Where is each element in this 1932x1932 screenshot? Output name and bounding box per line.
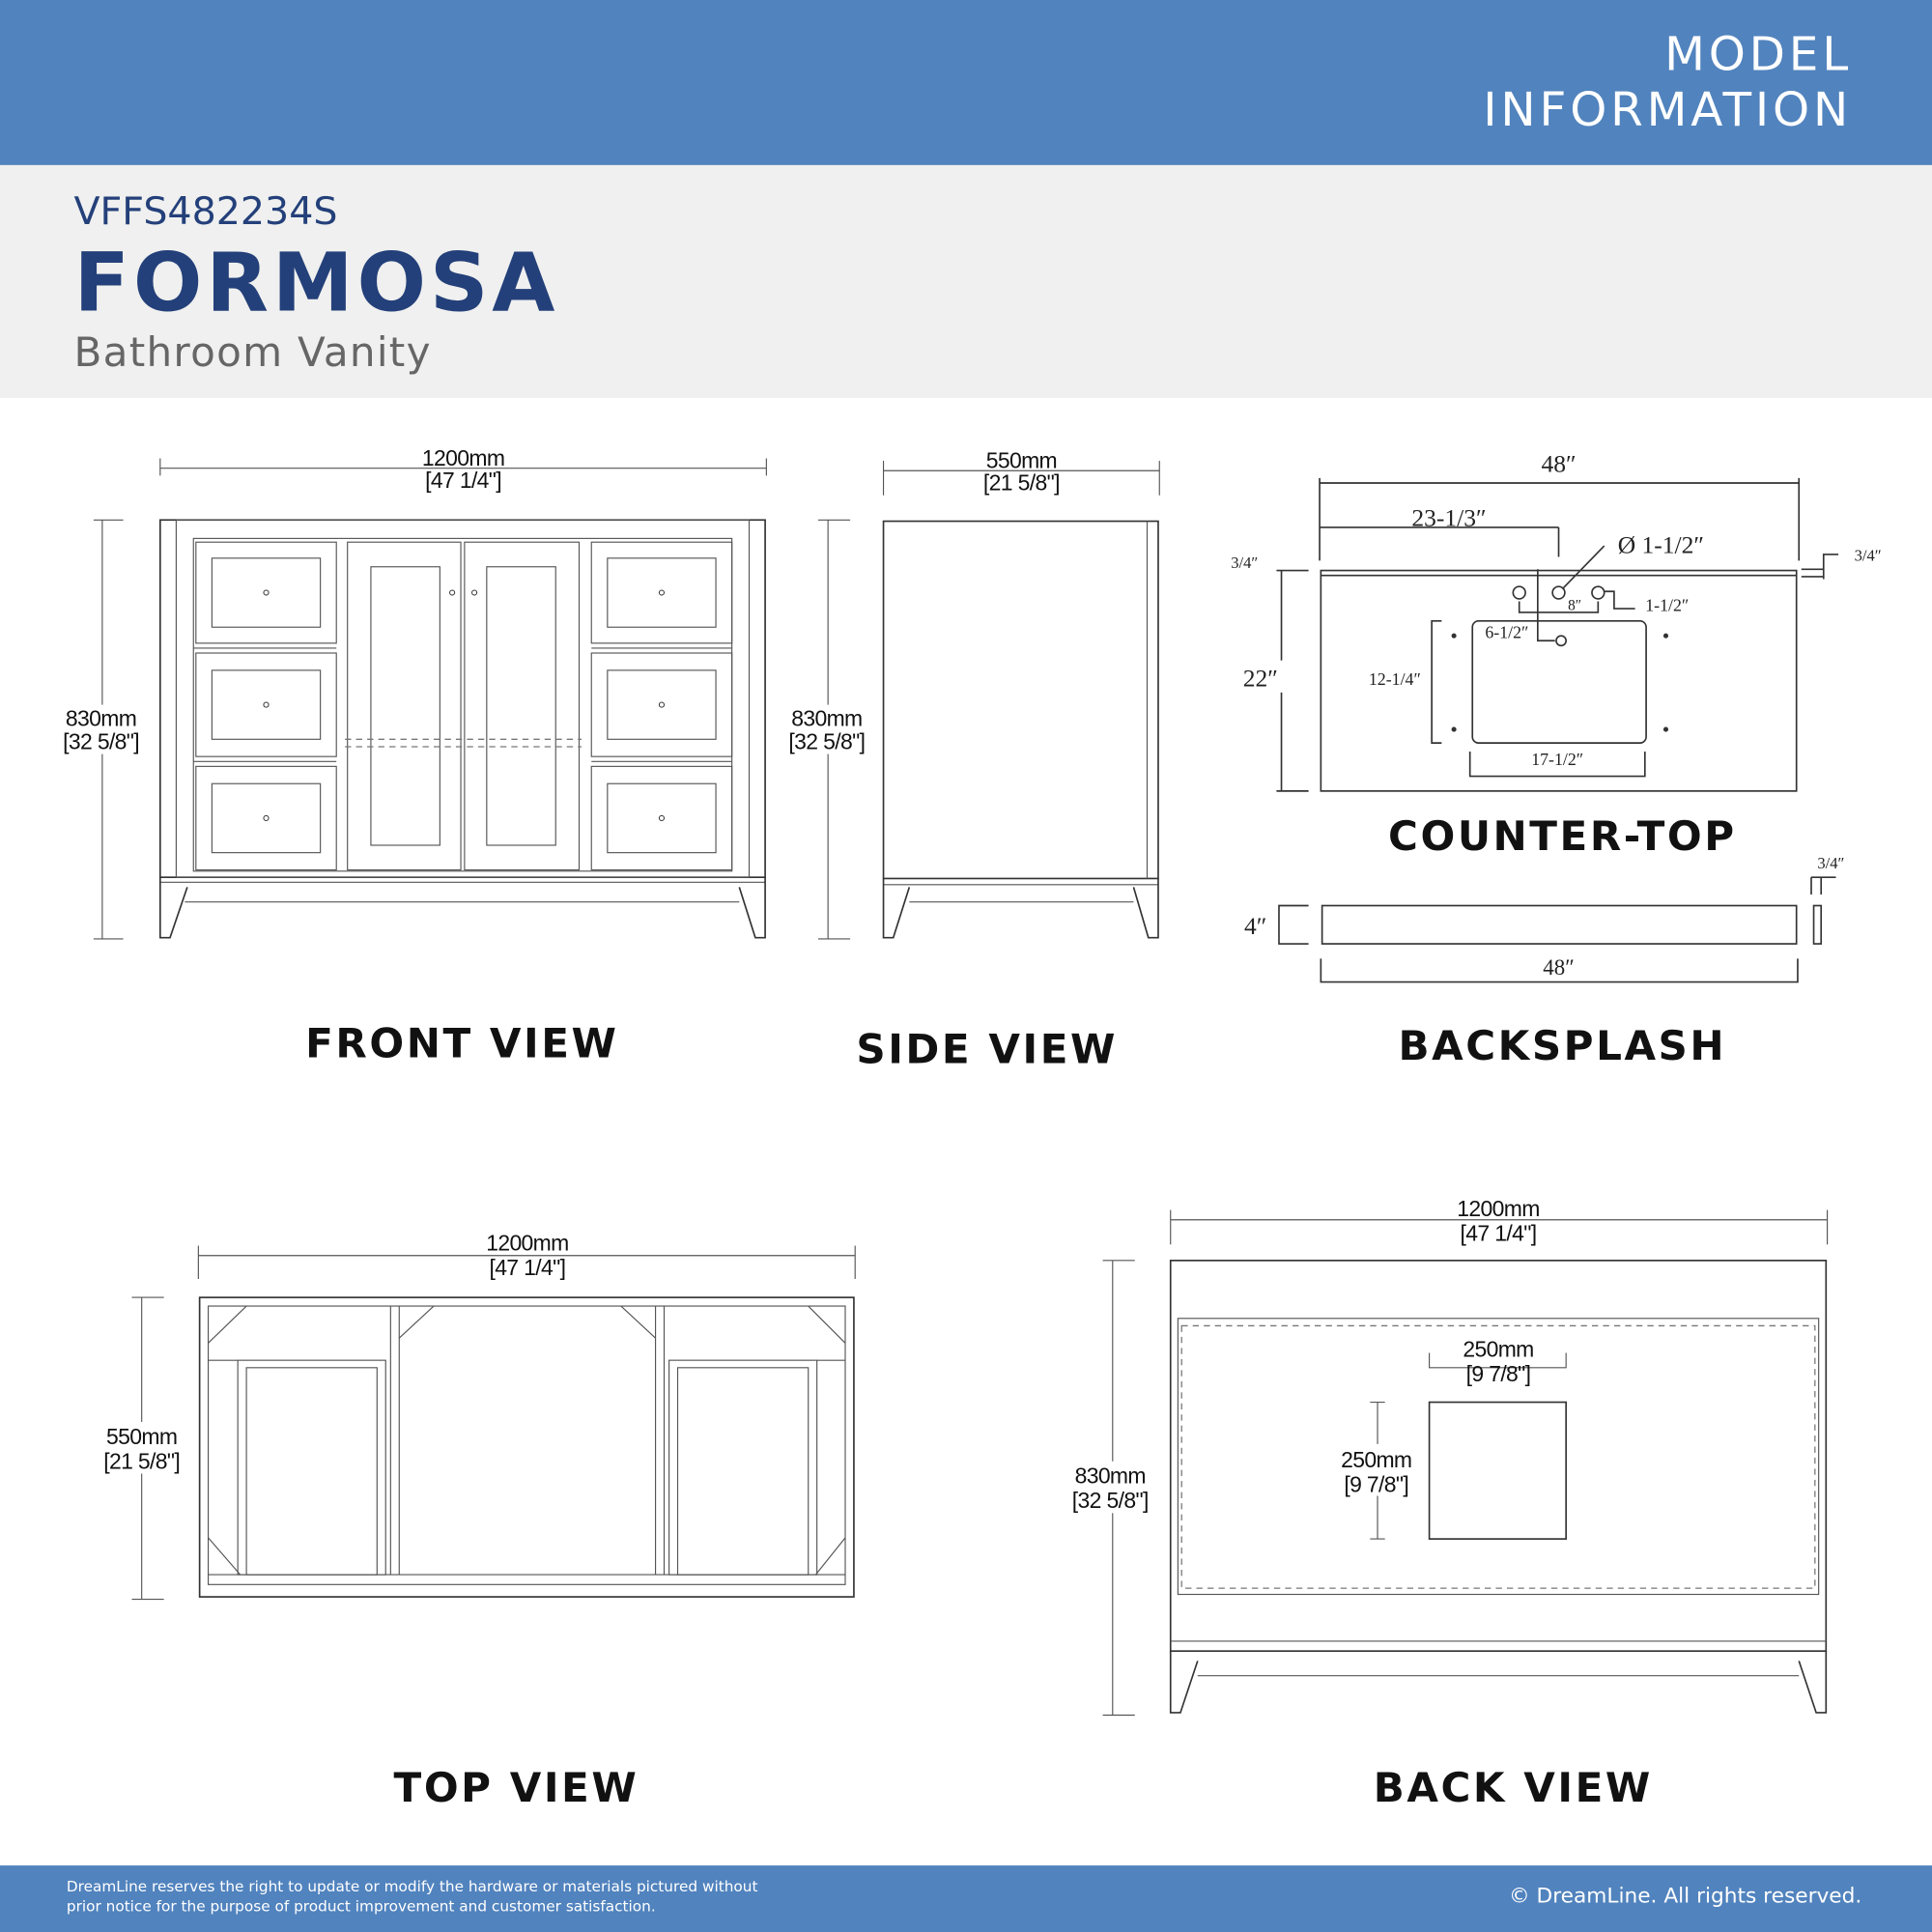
back-height-in: [32 5/8"] (1072, 1488, 1149, 1513)
back-cutout-width-in: [9 7/8"] (1466, 1361, 1531, 1386)
countertop-hole-spacing: 8″ (1568, 597, 1581, 613)
front-height-mm: 830mm (66, 705, 136, 730)
front-width-mm: 1200mm (422, 445, 504, 470)
product-name: FORMOSA (74, 235, 559, 329)
backsplash-height: 4″ (1244, 912, 1266, 940)
side-depth-in: [21 5/8"] (983, 470, 1060, 496)
front-height-in: [32 5/8"] (63, 729, 139, 754)
countertop-label: COUNTER-TOP (1388, 812, 1737, 860)
backsplash-thickness: 3/4″ (1817, 854, 1844, 872)
top-depth-mm: 550mm (106, 1424, 177, 1449)
backsplash-label: BACKSPLASH (1399, 1022, 1727, 1069)
footer-disclaimer-line1: DreamLine reserves the right to update o… (67, 1878, 758, 1895)
product-band (0, 164, 1932, 398)
countertop-sink-depth: 12-1/4″ (1369, 669, 1421, 689)
back-cutout-height-mm: 250mm (1341, 1447, 1411, 1472)
countertop-hole-offset: 1-1/2″ (1645, 596, 1689, 615)
footer-band (0, 1865, 1932, 1932)
countertop-hole-diameter: Ø 1-1/2″ (1618, 531, 1704, 559)
countertop-sink-width: 17-1/2″ (1531, 750, 1583, 769)
countertop-edge-left: 3/4″ (1231, 554, 1258, 572)
side-depth-mm: 550mm (986, 448, 1057, 473)
top-view-label: TOP VIEW (394, 1764, 639, 1811)
top-view-drawing: 1200mm [47 1/4"] 550mm [21 5/8"] (88, 1231, 856, 1601)
backsplash-width: 48″ (1543, 955, 1575, 980)
front-view-drawing: 1200mm [47 1/4"] 830mm [32 5/8"] (49, 445, 767, 940)
back-cutout-height-in: [9 7/8"] (1344, 1472, 1408, 1497)
front-view-label: FRONT VIEW (305, 1019, 618, 1066)
footer-copyright: © DreamLine. All rights reserved. (1509, 1884, 1861, 1908)
side-height-mm: 830mm (791, 705, 862, 730)
countertop-depth: 22″ (1243, 664, 1278, 692)
back-width-mm: 1200mm (1457, 1196, 1539, 1221)
top-width-mm: 1200mm (486, 1231, 568, 1256)
back-view-drawing: 1200mm [47 1/4"] 830mm [32 5/8"] 250mm [… (1057, 1196, 1829, 1717)
header-title-line2: INFORMATION (1483, 83, 1852, 137)
countertop-drain-offset: 6-1/2″ (1485, 623, 1528, 642)
back-view-label: BACK VIEW (1374, 1764, 1653, 1811)
countertop-edge-right: 3/4″ (1855, 546, 1882, 564)
back-cutout-width-mm: 250mm (1463, 1336, 1533, 1361)
header-band (0, 0, 1932, 165)
countertop-drawing: 48″ 23-1/3″ Ø 1-1/2″ 3/4″ 3/4″ 22″ 8″ 1-… (1231, 450, 1882, 792)
front-width-in: [47 1/4"] (425, 468, 501, 493)
side-height-in: [32 5/8"] (788, 729, 865, 754)
footer-disclaimer-line2: prior notice for the purpose of product … (67, 1897, 656, 1915)
side-view-label: SIDE VIEW (856, 1026, 1118, 1073)
top-depth-in: [21 5/8"] (103, 1448, 180, 1473)
side-view-drawing: 550mm [21 5/8"] 830mm [32 5/8"] (776, 448, 1160, 940)
countertop-sink-offset: 23-1/3″ (1411, 504, 1486, 532)
top-width-in: [47 1/4"] (489, 1255, 565, 1280)
back-height-mm: 830mm (1075, 1463, 1146, 1489)
backsplash-drawing: 3/4″ 4″ 48″ (1244, 854, 1844, 983)
product-category: Bathroom Vanity (74, 328, 432, 376)
countertop-width: 48″ (1541, 450, 1576, 478)
header-title-line1: MODEL (1664, 28, 1852, 82)
back-width-in: [47 1/4"] (1461, 1220, 1537, 1245)
model-number: VFFS482234S (74, 189, 338, 234)
